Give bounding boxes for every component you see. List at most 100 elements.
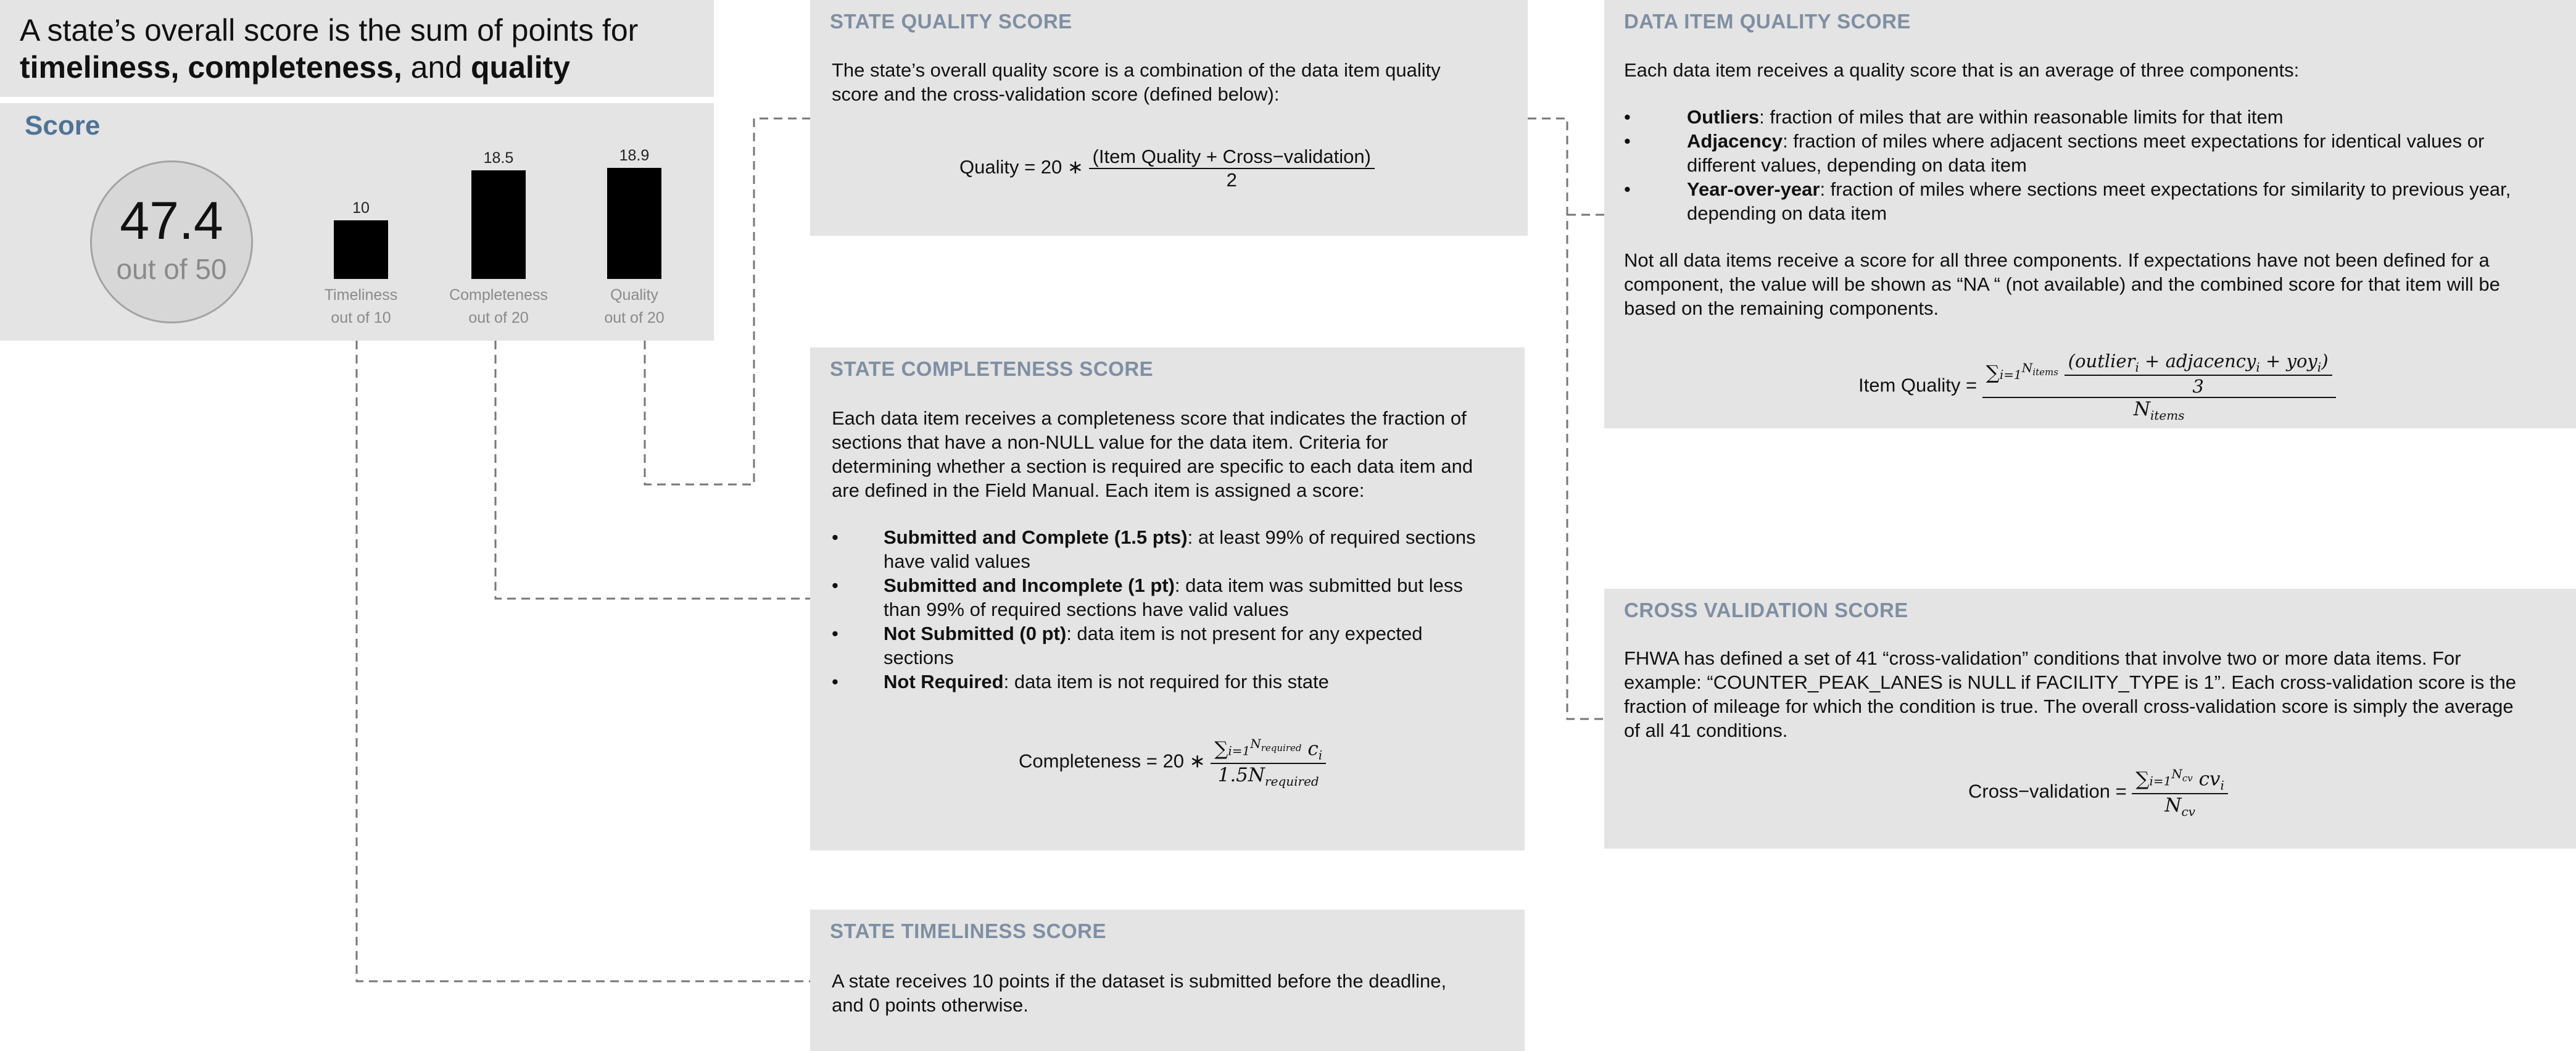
completeness-bullet: • Submitted and Incomplete (1 pt): data i… xyxy=(832,573,1476,621)
data-item-quality-panel: DATA ITEM QUALITY SCORE Each data item r… xyxy=(1604,0,2576,428)
item-quality-formula-fraction: ∑i=1Nitems (outlieri + adjacencyi + yoyi… xyxy=(1982,351,2336,423)
bullet-text: have valid values xyxy=(884,550,1030,572)
state-timeliness-panel: STATE TIMELINESS SCORE A state receives … xyxy=(810,910,1525,1051)
completeness-bullets: • Submitted and Complete (1.5 pts): at le… xyxy=(832,525,1476,694)
bullet-dot: • xyxy=(1624,106,1631,128)
item-quality-formula: Item Quality = ∑i=1Nitems (outlieri + ad… xyxy=(1858,351,2336,423)
item-quality-bullet: •Adjacency: fraction of miles where adja… xyxy=(1624,129,2511,177)
state-completeness-title: STATE COMPLETENESS SCORE xyxy=(830,357,1154,380)
bar-value-label: 18.5 xyxy=(483,149,514,167)
cross-formula-fraction: ∑i=1Ncv cvi Ncv xyxy=(2132,766,2228,819)
completeness-formula-fraction: ∑i=1Nrequired ci 1.5Nrequired xyxy=(1211,736,1327,789)
item-quality-formula-den: Nitems xyxy=(1982,398,2336,423)
bar-max: out of 10 xyxy=(331,309,391,326)
completeness-text-line: sections that have a non-NULL value for … xyxy=(832,431,1388,453)
item-quality-note-line: based on the remaining components. xyxy=(1624,297,1939,319)
sum-upper-sub: items xyxy=(2032,366,2058,378)
bullet-bold: Submitted and Incomplete (1 pt) xyxy=(884,575,1175,596)
cross-validation-text: FHWA has defined a set of 41 “cross-vali… xyxy=(1624,646,2516,742)
sigma-glyph: ∑ xyxy=(1986,361,2000,384)
cross-validation-panel: CROSS VALIDATION SCORE FHWA has defined … xyxy=(1604,589,2576,849)
bullet-text: : fraction of miles where sections meet … xyxy=(1820,178,2511,200)
bullet-dot: • xyxy=(832,575,839,596)
sum-term-sub: i xyxy=(1318,747,1323,763)
header-quality: quality xyxy=(470,50,571,85)
completeness-text-line: are defined in the Field Manual. Each it… xyxy=(832,480,1365,501)
header-panel: A state’s overall score is the sum of po… xyxy=(0,0,714,97)
bullet-text: than 99% of required sections have valid… xyxy=(884,599,1289,620)
bullet-text: : data item is not required for this sta… xyxy=(1003,671,1329,692)
sum-upper-sub: cv xyxy=(2182,773,2193,784)
item-quality-bullet: • Outliers: fraction of miles that are wi… xyxy=(1624,105,2511,129)
bullet-text: depending on data item xyxy=(1687,202,1887,224)
bullet-text: sections xyxy=(884,647,954,668)
timeliness-text-line: and 0 points otherwise. xyxy=(832,994,1029,1016)
bullet-text: : data item is not present for any expec… xyxy=(1066,623,1423,644)
bullet-dot: • xyxy=(832,526,839,548)
cross-formula-den: Ncv xyxy=(2132,794,2228,819)
bullet-bold: Submitted and Complete (1.5 pts) xyxy=(884,526,1188,548)
bullet-text: : at least 99% of required sections xyxy=(1187,526,1476,548)
close-paren: ) xyxy=(2321,351,2329,372)
item-quality-inner-den: 3 xyxy=(2192,375,2204,397)
bullet-text: : fraction of miles where adjacent secti… xyxy=(1783,130,2485,152)
state-completeness-panel: STATE COMPLETENESS SCORE Each data item … xyxy=(810,347,1525,850)
sigma-glyph: ∑ xyxy=(1214,737,1228,760)
completeness-text-line: determining whether a section is require… xyxy=(832,455,1473,477)
bar-max: out of 20 xyxy=(468,309,529,326)
state-quality-title: STATE QUALITY SCORE xyxy=(830,10,1072,33)
sub-i: i xyxy=(2317,359,2322,375)
score-title: Score xyxy=(25,110,101,141)
den-text: N xyxy=(2164,794,2182,816)
bullet-text: : fraction of miles that are within reas… xyxy=(1759,106,2284,128)
bar-value-label: 10 xyxy=(352,199,370,217)
timeliness-text-line: A state receives 10 points if the datase… xyxy=(832,970,1447,992)
cross-formula-num: ∑i=1Ncv cvi xyxy=(2132,766,2228,794)
state-quality-text-line: The state’s overall quality score is a c… xyxy=(832,59,1441,81)
bar-timeliness xyxy=(334,220,388,279)
item-quality-note: Not all data items receive a score for a… xyxy=(1624,248,2500,320)
item-quality-bullets: • Outliers: fraction of miles that are wi… xyxy=(1624,105,2511,225)
bar-value-label: 18.9 xyxy=(619,147,650,165)
den-text: N xyxy=(2133,397,2150,420)
state-quality-text-line: score and the cross-validation score (de… xyxy=(832,83,1280,105)
state-quality-panel: STATE QUALITY SCORE The state’s overall … xyxy=(810,0,1528,236)
sum-upper: N xyxy=(1250,736,1261,751)
completeness-text-line: Each data item receives a completeness s… xyxy=(832,407,1467,429)
header-timeliness: timeliness, xyxy=(20,50,180,85)
total-score-circle: 47.4 out of 50 xyxy=(90,160,253,323)
bullet-dot: • xyxy=(832,623,839,644)
sub-i: i xyxy=(2135,359,2139,375)
bar-category: Quality xyxy=(610,286,658,304)
bar-completeness xyxy=(471,170,526,279)
item-quality-intro: Each data item receives a quality score … xyxy=(1624,59,2300,81)
total-score-out-of: out of 50 xyxy=(116,253,227,285)
timeliness-connector xyxy=(355,341,810,982)
header-and: and xyxy=(410,50,463,85)
header-completeness: completeness, xyxy=(188,50,402,85)
completeness-bullet: •Not Submitted (0 pt): data item is not … xyxy=(832,621,1476,670)
bullet-bold: Year-over-year xyxy=(1687,178,1820,200)
cross-validation-title: CROSS VALIDATION SCORE xyxy=(1624,599,1908,621)
quality-formula: Quality = 20 ∗ (Item Quality + Cross−val… xyxy=(959,146,1375,191)
sub-i: i xyxy=(2256,359,2260,375)
item-quality-formula-lhs: Item Quality = xyxy=(1858,374,1978,396)
term-yoy: + yoy xyxy=(2259,351,2317,372)
item-quality-note-line: component, the value will be shown as “N… xyxy=(1624,273,2500,295)
item-quality-inner-num: (outlieri + adjacencyi + yoyi) xyxy=(2064,351,2332,376)
bullet-dot: • xyxy=(1624,178,1631,200)
completeness-formula-lhs: Completeness = 20 ∗ xyxy=(1019,750,1206,772)
completeness-formula-num: ∑i=1Nrequired ci xyxy=(1211,736,1327,764)
den-sub: cv xyxy=(2181,804,2195,819)
state-timeliness-title: STATE TIMELINESS SCORE xyxy=(830,920,1106,942)
sum-upper: N xyxy=(2021,360,2033,375)
den-sub: required xyxy=(1265,773,1319,789)
sum-term: cv xyxy=(2198,768,2221,791)
bullet-text: : data item was submitted but less xyxy=(1174,575,1463,596)
bullet-bold: Not Required xyxy=(884,671,1004,692)
bullet-bold: Outliers xyxy=(1687,106,1760,128)
